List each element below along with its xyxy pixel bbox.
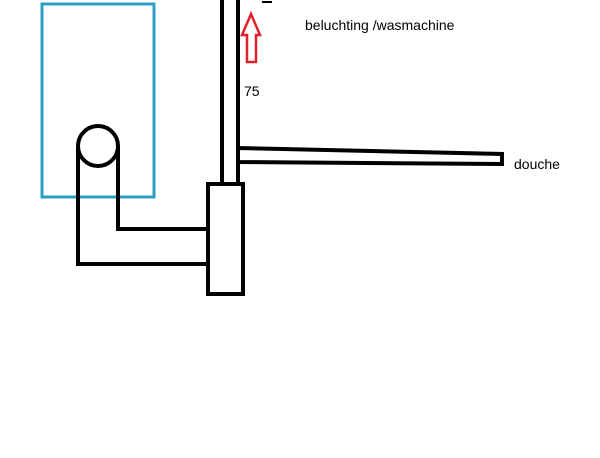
- drain-circle: [76, 124, 120, 168]
- vent-label: beluchting /wasmachine: [305, 17, 455, 33]
- diameter-label: 75: [244, 83, 260, 99]
- pipe-fitting: [206, 182, 245, 296]
- shower-branch-pipe: [236, 145, 504, 167]
- shower-label: douche: [514, 156, 560, 172]
- drain-pipe-outer: [76, 146, 208, 266]
- drain-pipe-inner: [116, 146, 208, 231]
- arrow-up-icon: [240, 10, 262, 64]
- vent-stack-pipe: [220, 0, 240, 186]
- appliance-box: [40, 2, 156, 199]
